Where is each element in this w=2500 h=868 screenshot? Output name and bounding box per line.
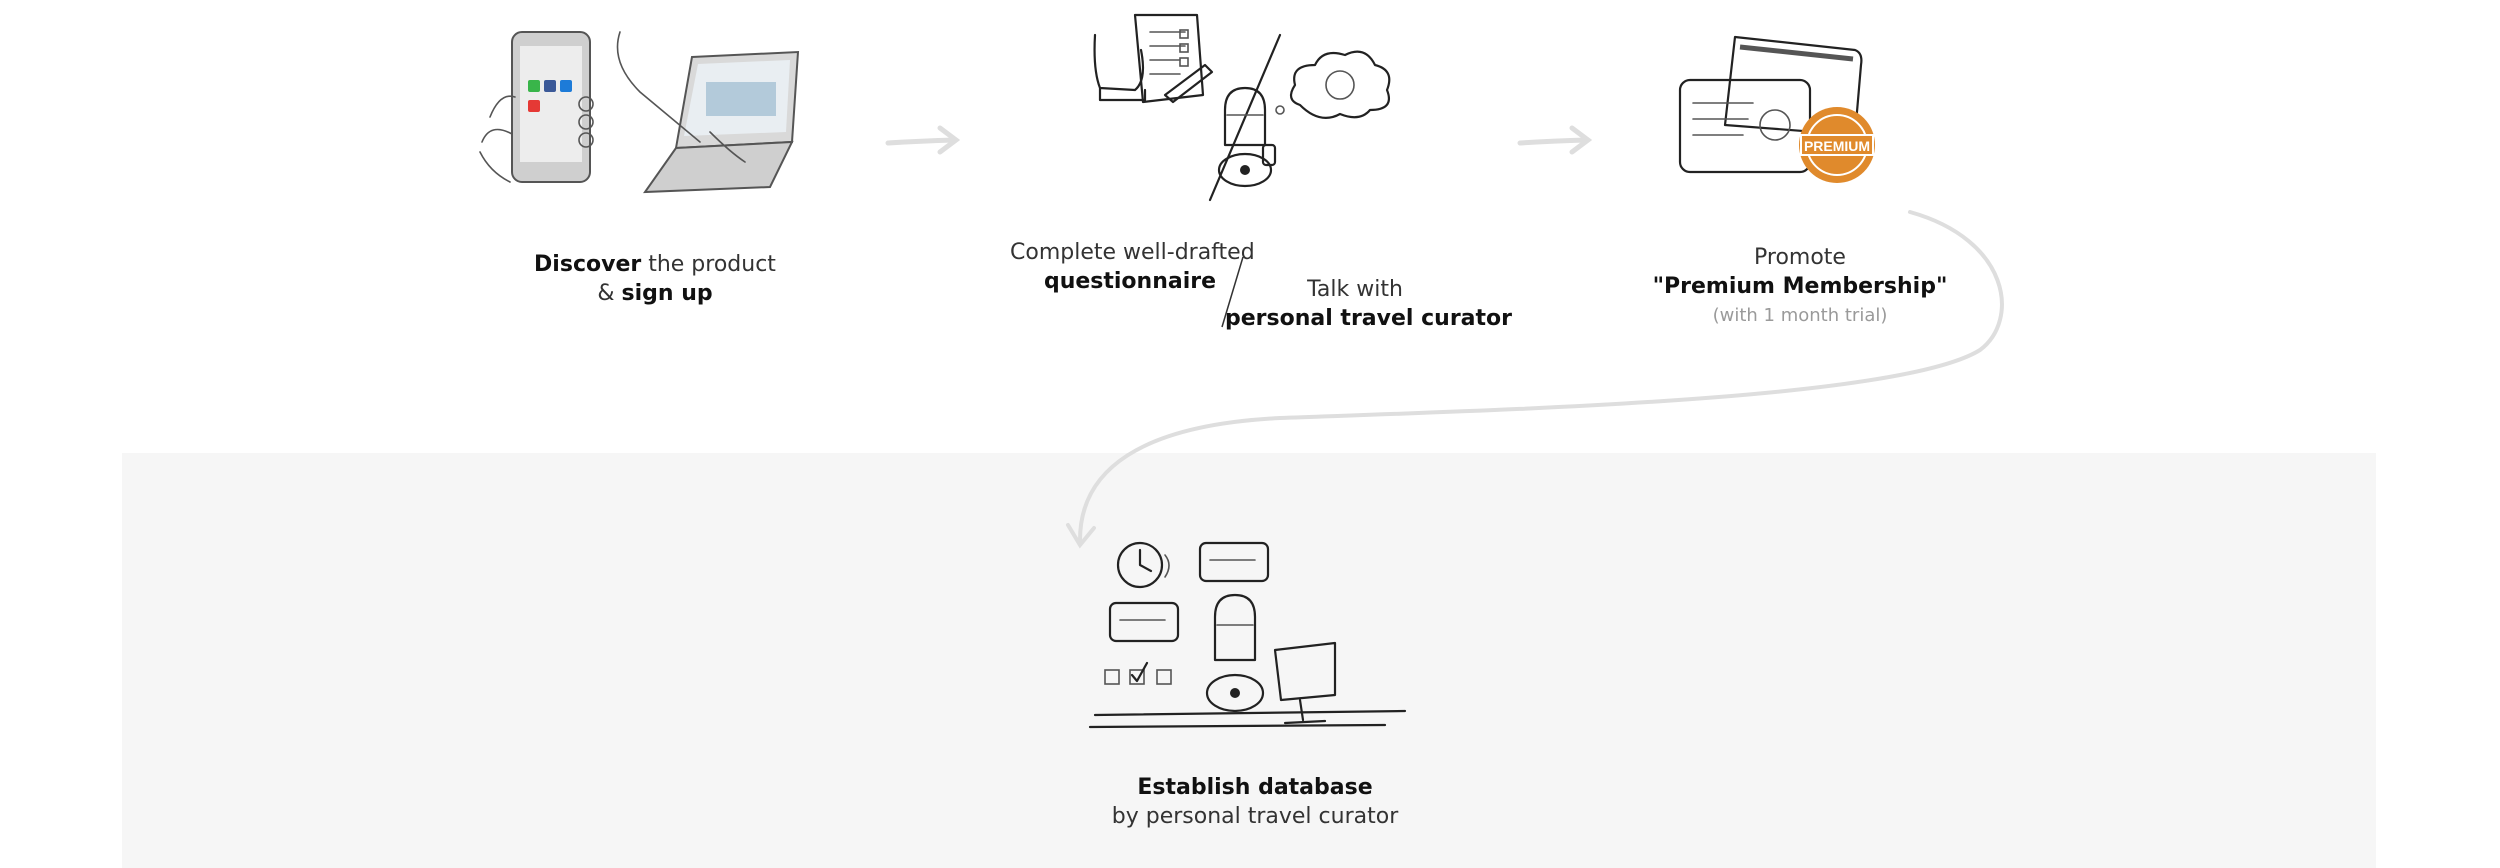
divider-slash	[1208, 33, 1282, 202]
discover-caption: Discover the product & sign up	[534, 252, 776, 306]
checkbox-icons	[1104, 661, 1172, 685]
robot-icon	[1217, 86, 1277, 188]
clock-icon	[1116, 541, 1170, 589]
svg-text:PREMIUM: PREMIUM	[1804, 138, 1870, 154]
premium-illustration: PREMIUM	[1678, 35, 1875, 183]
database-caption: Establish database by personal travel cu…	[1111, 775, 1399, 829]
caption-slash	[1221, 256, 1244, 328]
questionnaire-caption-left: Complete well-drafted questionnaire	[1010, 240, 1255, 294]
checklist-icon	[1093, 13, 1214, 104]
arrow-2-3	[1517, 125, 1593, 155]
robot-at-desk-icon	[1088, 593, 1407, 729]
laptop-icon	[616, 31, 800, 194]
premium-badge-icon: PREMIUM	[1799, 107, 1875, 183]
phone-icon	[479, 31, 594, 183]
discover-illustration	[479, 31, 800, 194]
database-illustration	[1088, 541, 1407, 729]
arrow-3-4	[1066, 210, 2004, 549]
premium-caption: Promote "Premium Membership" (with 1 mon…	[1652, 245, 1948, 326]
questionnaire-illustration	[1093, 13, 1391, 202]
questionnaire-caption-right: Talk with personal travel curator	[1225, 277, 1512, 331]
arrow-1-2	[885, 125, 961, 155]
thought-cloud-icon	[1275, 50, 1391, 119]
note-icons	[1108, 541, 1270, 643]
